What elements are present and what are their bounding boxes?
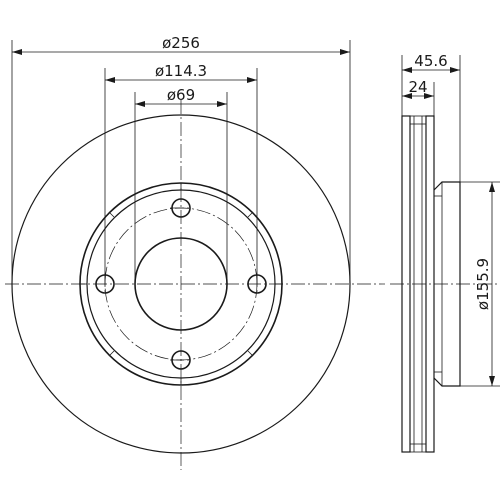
outer-diameter-label: ø256 [162,34,200,52]
disc-thickness-dimension: 24 [402,78,435,116]
bolt-circle-label: ø114.3 [155,62,207,80]
side-view: 45.6 24 ø155.9 [390,52,500,453]
disc-thickness-label: 24 [408,78,427,96]
hat-diameter-label: ø155.9 [474,258,492,310]
front-view: ø256 ø114.3 ø69 [5,34,385,470]
hat-section [433,181,461,387]
outer-diameter-dimension: ø256 [11,34,351,284]
total-thickness-label: 45.6 [414,52,447,70]
hat-diameter-dimension: ø155.9 [460,181,500,387]
inner-plate [425,115,435,453]
bolt-circle-dimension: ø114.3 [104,62,258,284]
hat-ticks [80,183,282,385]
total-thickness-dimension: 45.6 [401,52,461,182]
outer-plate [401,115,411,453]
center-bore-dimension: ø69 [134,86,228,284]
center-bore-label: ø69 [167,86,195,104]
